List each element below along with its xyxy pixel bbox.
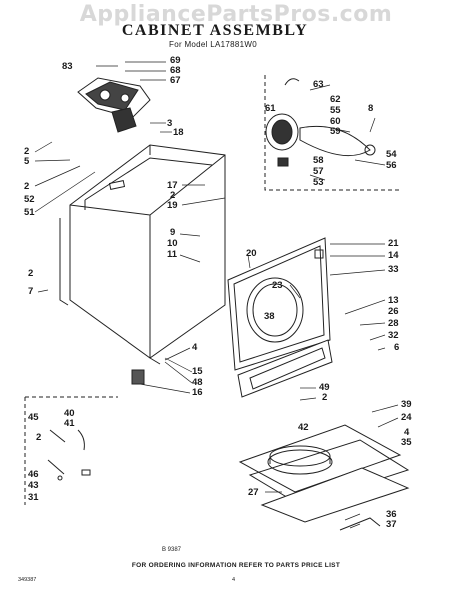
callout-51: 51 xyxy=(24,207,35,218)
callout-57: 57 xyxy=(313,166,324,177)
callout-2-left-low: 2 xyxy=(28,268,34,279)
callout-56: 56 xyxy=(386,160,397,171)
callout-4-top: 4 xyxy=(404,427,410,438)
callout-17: 17 xyxy=(167,180,178,191)
callout-9: 9 xyxy=(170,227,176,238)
callout-40: 40 xyxy=(64,408,75,419)
callout-13: 13 xyxy=(388,295,399,306)
callout-83: 83 xyxy=(62,61,73,72)
callout-28: 28 xyxy=(388,318,399,329)
callout-60: 60 xyxy=(330,116,341,127)
top-panel xyxy=(238,424,410,531)
front-panel xyxy=(227,237,331,371)
callout-24: 24 xyxy=(401,412,412,423)
callout-46: 46 xyxy=(28,469,39,480)
callout-26: 26 xyxy=(388,306,399,317)
leader-lines xyxy=(34,61,399,529)
callout-38: 38 xyxy=(264,311,275,322)
callout-62: 62 xyxy=(330,94,341,105)
callout-21: 21 xyxy=(388,238,399,249)
callout-2-toe: 2 xyxy=(322,392,328,403)
ordering-note: FOR ORDERING INFORMATION REFER TO PARTS … xyxy=(131,562,341,569)
doc-code: 349387 xyxy=(18,577,37,583)
callout-5: 5 xyxy=(24,156,30,167)
callout-2-cabinet: 2 xyxy=(170,190,176,201)
callout-11: 11 xyxy=(167,249,178,260)
callout-58: 58 xyxy=(313,155,324,166)
callout-2-inset: 2 xyxy=(36,432,42,443)
page-title: CABINET ASSEMBLY xyxy=(121,22,309,39)
callout-10: 10 xyxy=(167,238,178,249)
callout-54: 54 xyxy=(386,149,397,160)
callout-52: 52 xyxy=(24,194,35,205)
callout-18: 18 xyxy=(173,127,184,138)
callout-61: 61 xyxy=(265,103,276,114)
callout-37: 37 xyxy=(386,519,397,530)
callout-43: 43 xyxy=(28,480,39,491)
console-assembly xyxy=(77,77,151,133)
callout-6: 6 xyxy=(394,342,400,353)
cabinet-box xyxy=(59,144,226,365)
page-number: 4 xyxy=(232,577,236,583)
callout-49: 49 xyxy=(319,382,330,393)
callout-69: 69 xyxy=(170,55,181,66)
leveling-leg xyxy=(131,369,145,385)
callout-42: 42 xyxy=(298,422,309,433)
callout-55: 55 xyxy=(330,105,341,116)
callout-35: 35 xyxy=(401,437,412,448)
callout-63: 63 xyxy=(313,79,324,90)
callout-19: 19 xyxy=(167,200,178,211)
callout-16: 16 xyxy=(192,387,203,398)
callout-33: 33 xyxy=(388,264,399,275)
callout-8: 8 xyxy=(368,103,374,114)
callout-39: 39 xyxy=(401,399,412,410)
callout-48: 48 xyxy=(192,377,203,388)
callout-27: 27 xyxy=(248,487,259,498)
callout-32: 32 xyxy=(388,330,399,341)
motor-assembly xyxy=(264,75,400,191)
callout-2-left-upper: 2 xyxy=(24,146,30,157)
small-parts-inset xyxy=(24,396,118,505)
watermark: AppliancePartsPros.com xyxy=(79,2,393,27)
callout-36: 36 xyxy=(386,509,397,520)
callout-67: 67 xyxy=(170,75,181,86)
drawing-code: B 9387 xyxy=(162,547,182,553)
callout-68: 68 xyxy=(170,65,181,76)
callout-14: 14 xyxy=(388,250,399,261)
callout-31: 31 xyxy=(28,492,39,503)
callout-15: 15 xyxy=(192,366,203,377)
toe-panel xyxy=(237,339,333,398)
callout-53: 53 xyxy=(313,177,324,188)
callout-45: 45 xyxy=(28,412,39,423)
callout-3: 3 xyxy=(167,118,173,129)
model-subtitle: For Model LA17881W0 xyxy=(169,40,257,49)
callout-23: 23 xyxy=(272,280,283,291)
callout-20: 20 xyxy=(246,248,257,259)
callout-2-left-mid: 2 xyxy=(24,181,30,192)
callout-7: 7 xyxy=(28,286,34,297)
callout-4-base: 4 xyxy=(192,342,198,353)
callout-59: 59 xyxy=(330,126,341,137)
callout-41: 41 xyxy=(64,418,75,429)
